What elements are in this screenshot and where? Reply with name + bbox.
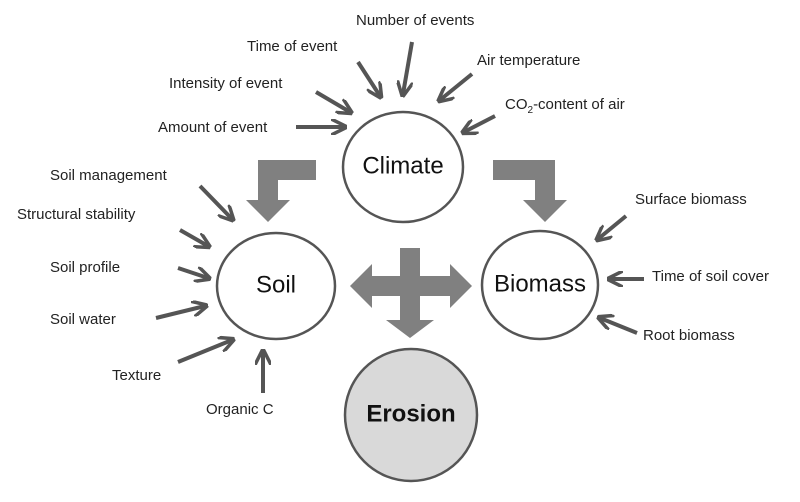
erosion-label: Erosion bbox=[366, 400, 455, 427]
factor-air-temperature: Air temperature bbox=[477, 52, 580, 69]
factor-organic-c: Organic C bbox=[206, 401, 274, 418]
factor-soil-management: Soil management bbox=[50, 167, 168, 184]
arrow-structural-stability bbox=[179, 228, 208, 246]
arrow-time-of-event bbox=[356, 60, 380, 96]
arrow-soil-water bbox=[155, 306, 205, 320]
factor-co2-content: CO2-content of air bbox=[505, 96, 625, 116]
soil-label: Soil bbox=[256, 271, 296, 298]
climate-to-biomass-arrow bbox=[493, 160, 567, 222]
factor-soil-water: Soil water bbox=[50, 311, 116, 328]
arrow-root-biomass bbox=[600, 318, 638, 335]
climate-label: Climate bbox=[362, 152, 443, 179]
factor-surface-biomass: Surface biomass bbox=[635, 191, 747, 208]
arrow-surface-biomass bbox=[598, 214, 628, 239]
factor-intensity-of-event: Intensity of event bbox=[169, 75, 283, 92]
climate-to-soil-arrow bbox=[246, 160, 316, 222]
arrow-intensity-of-event bbox=[314, 90, 350, 112]
climate-node bbox=[341, 110, 465, 224]
arrow-co2-content bbox=[464, 114, 496, 132]
arrow-soil-profile bbox=[177, 266, 208, 278]
erosion-node bbox=[343, 347, 479, 483]
factor-time-of-event: Time of event bbox=[247, 38, 338, 55]
biomass-node bbox=[480, 229, 600, 341]
arrow-air-temperature bbox=[440, 72, 474, 100]
soil-biomass-erosion-cross-arrow bbox=[350, 248, 472, 338]
biomass-label: Biomass bbox=[494, 270, 586, 297]
factor-root-biomass: Root biomass bbox=[643, 327, 735, 344]
arrow-texture bbox=[177, 340, 232, 364]
soil-node bbox=[215, 231, 337, 341]
arrow-soil-management bbox=[198, 184, 232, 219]
factor-amount-of-event: Amount of event bbox=[158, 119, 268, 136]
factor-structural-stability: Structural stability bbox=[17, 206, 136, 223]
arrow-number-of-events bbox=[403, 41, 414, 94]
factor-number-of-events: Number of events bbox=[356, 12, 474, 29]
factor-texture: Texture bbox=[112, 367, 161, 384]
factor-soil-profile: Soil profile bbox=[50, 259, 120, 276]
factor-time-of-soil-cover: Time of soil cover bbox=[652, 268, 769, 285]
